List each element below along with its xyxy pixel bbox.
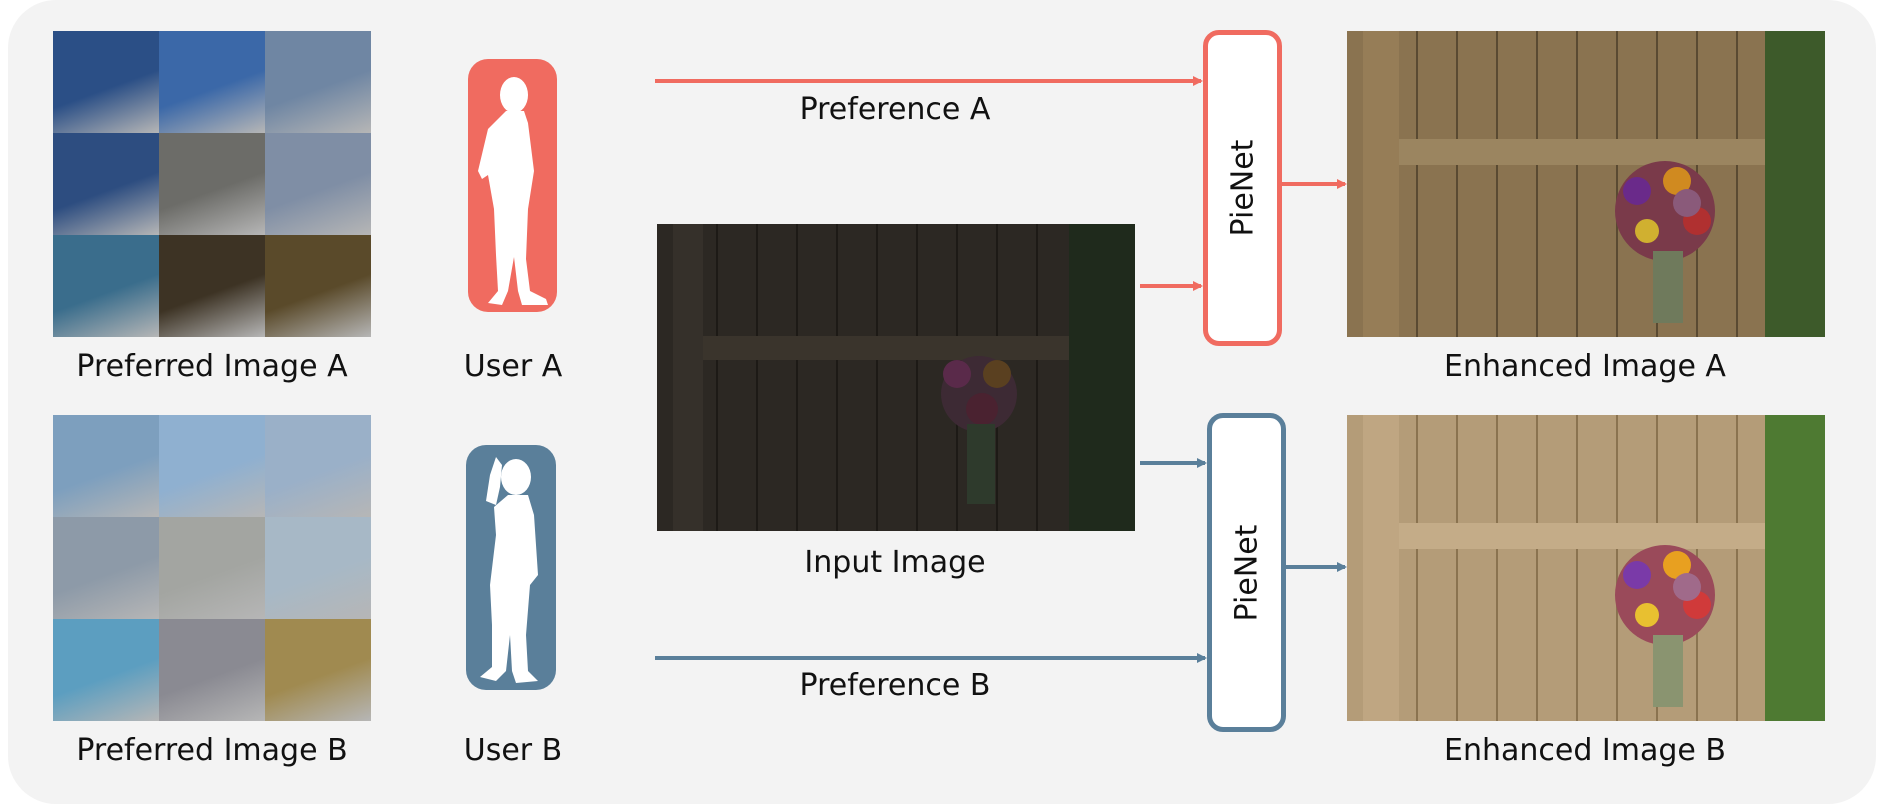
preferred-image-grid-a xyxy=(53,31,371,337)
preferred-image-grid-b xyxy=(53,415,371,721)
enhanced-image-a-label: Enhanced Image A xyxy=(1444,349,1726,384)
preferred-image-thumbnail xyxy=(265,619,371,721)
input-image-label: Input Image xyxy=(804,545,986,580)
preferred-image-thumbnail xyxy=(159,517,265,619)
preferred-image-thumbnail xyxy=(265,415,371,517)
preferred-image-thumbnail xyxy=(159,31,265,133)
user-b-label: User B xyxy=(463,733,563,768)
enhanced-image-b-label: Enhanced Image B xyxy=(1444,733,1726,768)
input-image xyxy=(657,224,1135,531)
pienet-b-box: PieNet xyxy=(1207,413,1286,732)
preferred-image-thumbnail xyxy=(265,31,371,133)
preferred-image-thumbnail xyxy=(159,235,265,337)
preferred-image-b-label: Preferred Image B xyxy=(76,733,348,768)
preferred-image-thumbnail xyxy=(159,415,265,517)
person-standing-icon xyxy=(478,77,548,305)
preferred-image-thumbnail xyxy=(53,133,159,235)
preferred-image-thumbnail xyxy=(53,31,159,133)
enhanced-image-b xyxy=(1347,415,1825,721)
preference-b-label: Preference B xyxy=(799,668,991,703)
user-b-avatar xyxy=(466,445,556,690)
user-a-avatar xyxy=(468,59,557,312)
enhanced-image-a xyxy=(1347,31,1825,337)
user-a-label: User A xyxy=(463,349,563,384)
preferred-image-thumbnail xyxy=(53,235,159,337)
preference-a-label: Preference A xyxy=(799,92,991,127)
person-phone-icon xyxy=(480,457,538,683)
preferred-image-thumbnail xyxy=(265,517,371,619)
preferred-image-thumbnail xyxy=(159,619,265,721)
pienet-a-box: PieNet xyxy=(1203,30,1282,346)
preferred-image-thumbnail xyxy=(265,235,371,337)
preferred-image-thumbnail xyxy=(53,415,159,517)
preferred-image-thumbnail xyxy=(53,517,159,619)
preferred-image-thumbnail xyxy=(265,133,371,235)
preferred-image-thumbnail xyxy=(159,133,265,235)
preferred-image-thumbnail xyxy=(53,619,159,721)
preferred-image-a-label: Preferred Image A xyxy=(76,349,348,384)
